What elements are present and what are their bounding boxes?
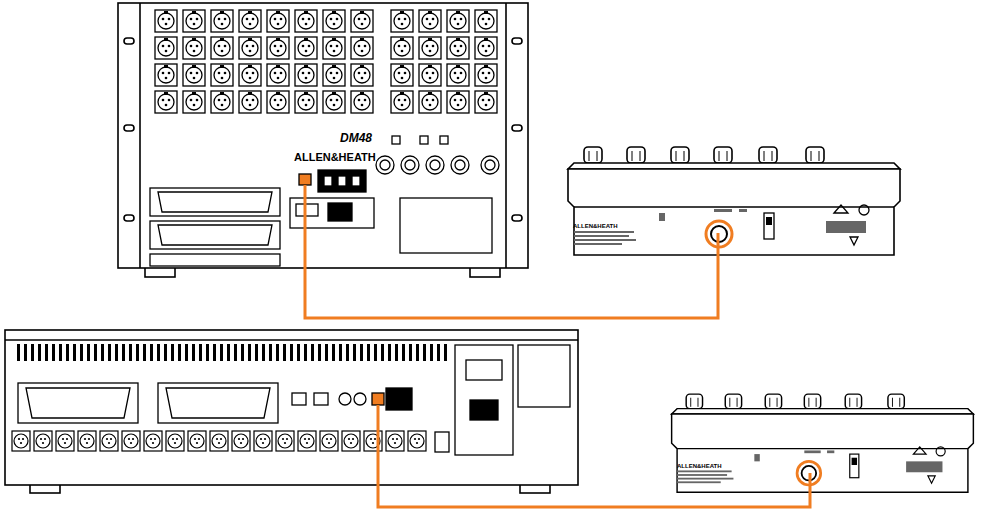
rack-hole bbox=[124, 38, 134, 44]
rack-ear-edge bbox=[505, 3, 507, 268]
expander-rack bbox=[5, 330, 578, 493]
rack-hole bbox=[512, 125, 522, 131]
xlr-connectors bbox=[152, 8, 376, 116]
card-slot-bevel bbox=[166, 388, 270, 418]
rack-hole bbox=[124, 125, 134, 131]
card-slot-bevel bbox=[26, 388, 130, 418]
xlr-connectors bbox=[388, 8, 500, 116]
cable-end bbox=[304, 185, 307, 278]
network-port bbox=[292, 393, 306, 405]
power-pin bbox=[352, 176, 360, 186]
device-label: ALLEN&HEATH bbox=[677, 463, 722, 469]
network-port bbox=[372, 393, 384, 405]
power-pin bbox=[324, 176, 332, 186]
network-port bbox=[314, 393, 328, 405]
round-connector bbox=[430, 160, 440, 170]
rack-panel bbox=[118, 3, 528, 268]
network-port bbox=[299, 174, 311, 185]
remote-controller bbox=[672, 394, 974, 492]
network-cable bbox=[305, 263, 718, 318]
vents bbox=[15, 344, 449, 361]
power-inlet-plate bbox=[290, 198, 374, 228]
network-cable bbox=[378, 490, 810, 507]
round-connector bbox=[354, 393, 366, 405]
power-pin bbox=[338, 176, 346, 186]
device-label: ALLEN&HEATH bbox=[294, 152, 376, 163]
vent-slots bbox=[15, 344, 449, 361]
rack-panel bbox=[5, 330, 578, 485]
power-connector bbox=[318, 170, 366, 192]
card-slot bbox=[18, 383, 138, 423]
small-socket bbox=[420, 136, 428, 144]
round-connector bbox=[376, 156, 394, 174]
card-slot bbox=[158, 383, 278, 423]
xlr-connector bbox=[435, 432, 449, 452]
device-node: ALLEN&HEATH bbox=[668, 390, 977, 500]
cable-end bbox=[305, 185, 810, 500]
expander-rear-io bbox=[18, 345, 570, 455]
cable-end bbox=[717, 233, 720, 263]
device-node: ALLEN&HEATH bbox=[563, 143, 905, 263]
device-node bbox=[5, 330, 578, 490]
round-connector bbox=[426, 156, 444, 174]
device-label: DM48 bbox=[340, 132, 372, 144]
card-slot-bevel bbox=[158, 192, 272, 212]
power-connector bbox=[386, 388, 412, 410]
remote-controller bbox=[568, 147, 900, 255]
small-socket bbox=[392, 136, 400, 144]
small-socket bbox=[440, 136, 448, 144]
rack-ear-edge bbox=[139, 3, 141, 268]
cable-end bbox=[809, 473, 812, 500]
xlr-row bbox=[10, 428, 428, 456]
round-connector bbox=[455, 160, 465, 170]
rack-hole bbox=[512, 38, 522, 44]
stagebox-rack bbox=[118, 3, 528, 277]
cable-end bbox=[377, 405, 380, 490]
rack-hole bbox=[124, 215, 134, 221]
power-inlet bbox=[328, 203, 352, 221]
round-connector bbox=[481, 156, 499, 174]
xlr-connectors bbox=[10, 428, 428, 456]
card-slot bbox=[150, 188, 280, 216]
xlr-input-grid bbox=[152, 8, 376, 116]
card-slot-bevel bbox=[158, 225, 272, 245]
round-connector bbox=[401, 156, 419, 174]
device-label: ALLEN&HEATH bbox=[573, 223, 618, 229]
device-node: DM48ALLEN&HEATH bbox=[118, 3, 528, 278]
rack-hole bbox=[512, 215, 522, 221]
card-slot bbox=[150, 254, 280, 266]
power-inlet bbox=[470, 400, 498, 420]
xlr-output-grid bbox=[388, 8, 500, 116]
card-slot bbox=[150, 221, 280, 249]
power-switch bbox=[466, 360, 502, 380]
round-connector bbox=[405, 160, 415, 170]
blank-plate bbox=[518, 345, 570, 407]
round-connector bbox=[451, 156, 469, 174]
rack-rear-io bbox=[290, 136, 499, 253]
blank-plate bbox=[400, 198, 492, 253]
round-connector bbox=[380, 160, 390, 170]
round-connector bbox=[339, 393, 351, 405]
round-connector bbox=[485, 160, 495, 170]
power-module bbox=[455, 345, 513, 455]
power-switch bbox=[296, 204, 318, 216]
option-card-slots bbox=[150, 188, 280, 266]
panel-edge bbox=[5, 339, 578, 341]
